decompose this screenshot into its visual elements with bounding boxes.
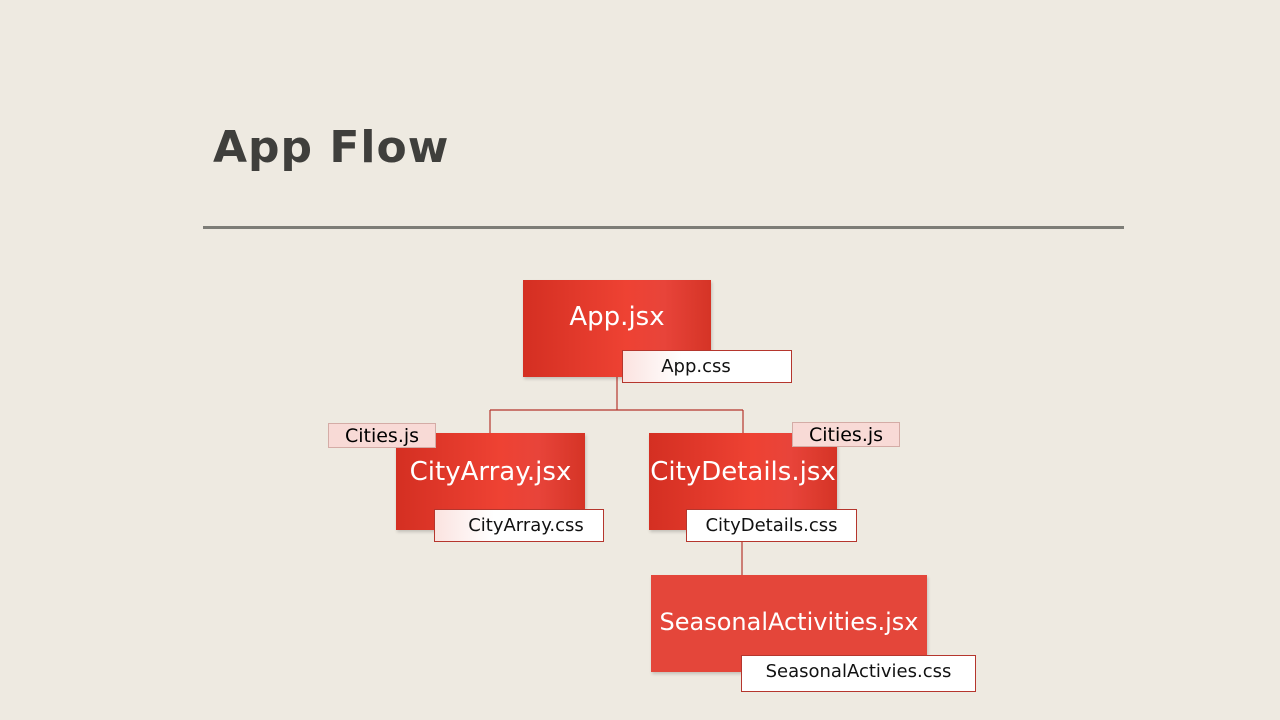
title-divider	[203, 226, 1124, 229]
file-cityarray-css: CityArray.css	[434, 509, 604, 542]
node-citydetails-jsx-label: CityDetails.jsx	[650, 457, 836, 487]
file-app-css-label: App.css	[661, 356, 731, 377]
file-cityarray-css-label: CityArray.css	[468, 515, 584, 536]
file-seasonalactivies-css: SeasonalActivies.css	[741, 655, 976, 692]
file-seasonalactivies-css-label: SeasonalActivies.css	[765, 661, 952, 682]
file-citydetails-css-label: CityDetails.css	[705, 515, 838, 536]
node-seasonalactivities-jsx-label: SeasonalActivities.jsx	[659, 607, 919, 636]
tag-cities-js-left-label: Cities.js	[344, 424, 420, 447]
tag-cities-js-left: Cities.js	[328, 423, 436, 448]
file-app-css: App.css	[622, 350, 792, 383]
file-citydetails-css: CityDetails.css	[686, 509, 857, 542]
node-app-jsx-label: App.jsx	[569, 302, 665, 332]
tag-cities-js-right-label: Cities.js	[808, 423, 884, 446]
node-cityarray-jsx-label: CityArray.jsx	[409, 457, 572, 487]
tag-cities-js-right: Cities.js	[792, 422, 900, 447]
slide-title: App Flow	[213, 122, 450, 173]
